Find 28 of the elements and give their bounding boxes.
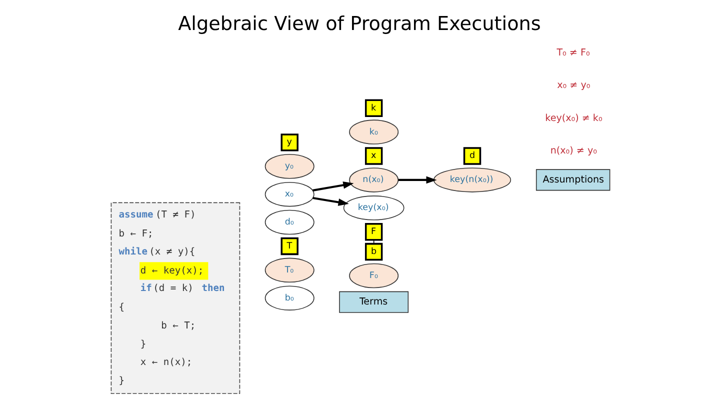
node-box: b (364, 242, 382, 261)
node-ellipse: n(x₀) (348, 168, 398, 192)
arrow (312, 181, 354, 192)
node-ellipse: T₀ (264, 258, 314, 283)
node-ellipse: b₀ (264, 286, 314, 310)
node-box: d (462, 147, 481, 165)
node-box: assume(T ≠ F) b ← F; while(x ≠ y){ d ← key(x); if(d = k) then { b ← T; } x ← n(x); } (110, 202, 240, 394)
label: x₀ ≠ y₀ (556, 80, 590, 92)
label: n(x₀) ≠ y₀ (550, 146, 596, 157)
node-box: y (280, 134, 298, 152)
node-ellipse: key(n(x₀)) (432, 168, 511, 192)
arrow (312, 197, 348, 206)
node-ellipse: y₀ (264, 154, 314, 179)
label: key(x₀) ≠ k₀ (544, 112, 602, 124)
diagram-title: Algebraic View of Program Executions (178, 12, 540, 36)
node-ellipse: F₀ (348, 263, 398, 288)
node-box: k (364, 99, 382, 117)
node-ellipse: k₀ (348, 120, 398, 144)
node-box: Assumptions (535, 169, 610, 191)
node-ellipse: d₀ (264, 210, 314, 235)
node-box: T (280, 237, 298, 256)
node-ellipse: x₀ (264, 182, 314, 207)
node-box: F (364, 222, 382, 241)
label: T₀ ≠ F₀ (556, 47, 590, 58)
node-box: Terms (338, 291, 408, 313)
arrow (398, 176, 436, 184)
node-ellipse: key(x₀) (342, 196, 404, 220)
node-box: x (364, 147, 382, 165)
